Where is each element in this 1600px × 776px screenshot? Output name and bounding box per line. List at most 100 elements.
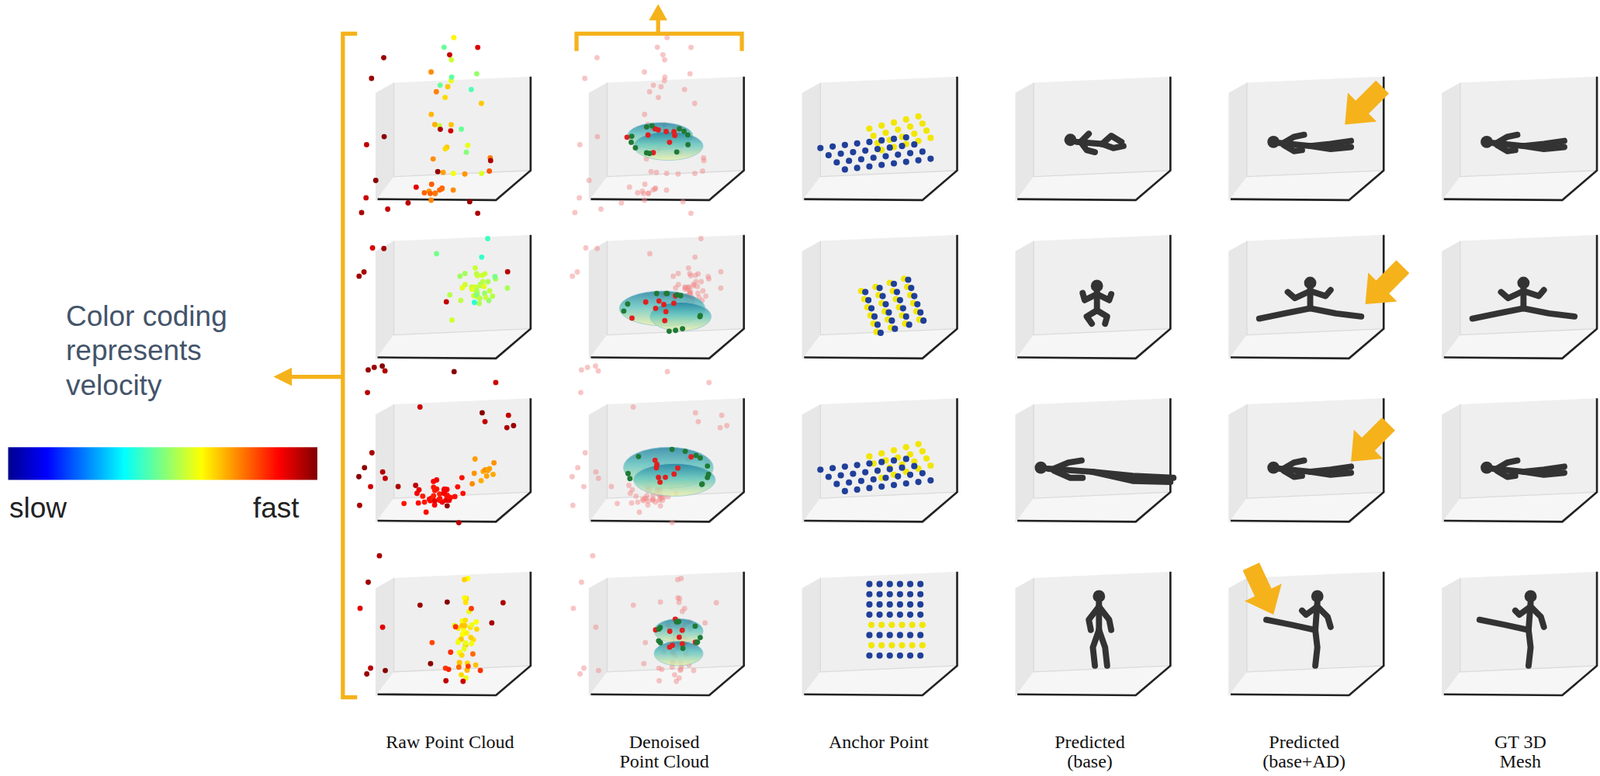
- filtered-point: [569, 474, 575, 480]
- anchor-point: [862, 288, 869, 295]
- anchor-point: [927, 477, 934, 484]
- anchor-point: [917, 591, 924, 598]
- anchor-point: [907, 591, 914, 598]
- anchor-point: [833, 159, 840, 166]
- anchor-point: [854, 164, 861, 171]
- radar-point: [412, 482, 419, 489]
- 3d-axes-panel: [802, 76, 958, 202]
- radar-point: [446, 666, 452, 672]
- anchor-point: [896, 611, 904, 618]
- anchor-point: [877, 329, 884, 336]
- anchor-point: [890, 135, 897, 142]
- filtered-point: [685, 265, 692, 271]
- filtered-point: [698, 279, 704, 285]
- panel-axis: [590, 76, 744, 201]
- anchor-point: [862, 468, 869, 475]
- anchor-point: [898, 142, 905, 149]
- radar-point: [478, 170, 485, 177]
- 3d-axes-panel: [375, 398, 531, 523]
- anchor-point: [917, 581, 924, 588]
- head: [1034, 461, 1047, 475]
- anchor-point: [817, 145, 824, 152]
- panel-seam: [394, 578, 531, 672]
- anchor-point: [900, 304, 907, 312]
- 3d-axes-panel: [588, 398, 745, 523]
- filtered-point: [723, 422, 730, 429]
- radar-point: [451, 368, 458, 375]
- filtered-point: [633, 493, 639, 499]
- anchor-point: [876, 631, 883, 638]
- anchor-point: [876, 652, 883, 659]
- radar-point: [468, 606, 475, 612]
- limb: [1101, 144, 1124, 149]
- radar-point: [433, 251, 440, 257]
- hot-point: [671, 300, 677, 306]
- panel-back-wall: [1460, 398, 1597, 499]
- denoised-point: [697, 312, 704, 319]
- denoised-point: [675, 619, 681, 625]
- radar-point: [474, 287, 480, 293]
- anchor-point: [849, 148, 856, 156]
- filtered-point: [640, 661, 647, 667]
- gaussian-ellipsoid: [650, 301, 712, 331]
- filtered-point: [608, 484, 614, 490]
- anchor-point: [882, 301, 889, 308]
- filtered-point: [570, 606, 576, 612]
- anchor-point: [886, 466, 894, 473]
- radar-point: [464, 142, 471, 149]
- filtered-point: [642, 640, 648, 646]
- panel-back-wall: [606, 235, 744, 336]
- radar-point: [417, 602, 423, 608]
- anchor-point: [865, 125, 873, 132]
- 3d-axes-panel: [588, 235, 745, 361]
- radar-point: [476, 301, 482, 307]
- panel-seam: [1460, 578, 1597, 672]
- anchor-point: [886, 652, 894, 659]
- bracket: [342, 33, 357, 697]
- radar-point: [444, 502, 451, 509]
- radar-point: [382, 475, 388, 482]
- limb: [1283, 145, 1303, 152]
- anchor-point: [874, 467, 881, 475]
- anchor-point: [858, 155, 865, 163]
- filtered-point: [569, 273, 575, 280]
- anchor-point: [888, 621, 895, 628]
- human-mesh-silhouette: [1082, 280, 1112, 325]
- radar-point: [447, 128, 454, 134]
- 3d-axes-panel: [1441, 76, 1597, 202]
- anchor-point: [854, 486, 861, 493]
- panel-back-wall: [394, 398, 531, 499]
- anchor-point: [898, 621, 905, 628]
- filtered-point: [583, 245, 589, 251]
- anchor-point: [862, 147, 869, 154]
- anchor-point: [917, 601, 924, 608]
- radar-point: [419, 493, 426, 499]
- radar-point: [395, 484, 402, 490]
- denoised-point: [669, 446, 676, 453]
- radar-point: [444, 599, 451, 605]
- panel-back-wall: [394, 76, 531, 177]
- radar-point: [357, 606, 364, 612]
- anchor-point: [910, 141, 918, 148]
- panel-seam: [820, 241, 957, 336]
- filtered-point: [637, 509, 643, 516]
- anchor-point: [890, 446, 897, 454]
- filtered-point: [634, 499, 641, 506]
- filtered-point: [652, 185, 659, 191]
- human-mesh-silhouette: [1267, 135, 1351, 152]
- filtered-point: [675, 270, 682, 277]
- panel-seam: [820, 83, 957, 177]
- raw-point-cloud: [363, 34, 493, 212]
- filtered-point: [627, 490, 634, 496]
- anchor-point: [914, 113, 922, 120]
- panel-floor: [1014, 170, 1171, 201]
- anchor-point: [917, 631, 924, 638]
- anchor-point: [886, 144, 894, 151]
- filtered-point: [717, 425, 724, 431]
- anchor-point: [907, 611, 914, 618]
- panel-seam: [606, 404, 744, 499]
- panel-axis: [1230, 76, 1384, 201]
- radar-point: [459, 474, 465, 481]
- anchor-point: [865, 453, 873, 460]
- anchor-point: [817, 466, 824, 473]
